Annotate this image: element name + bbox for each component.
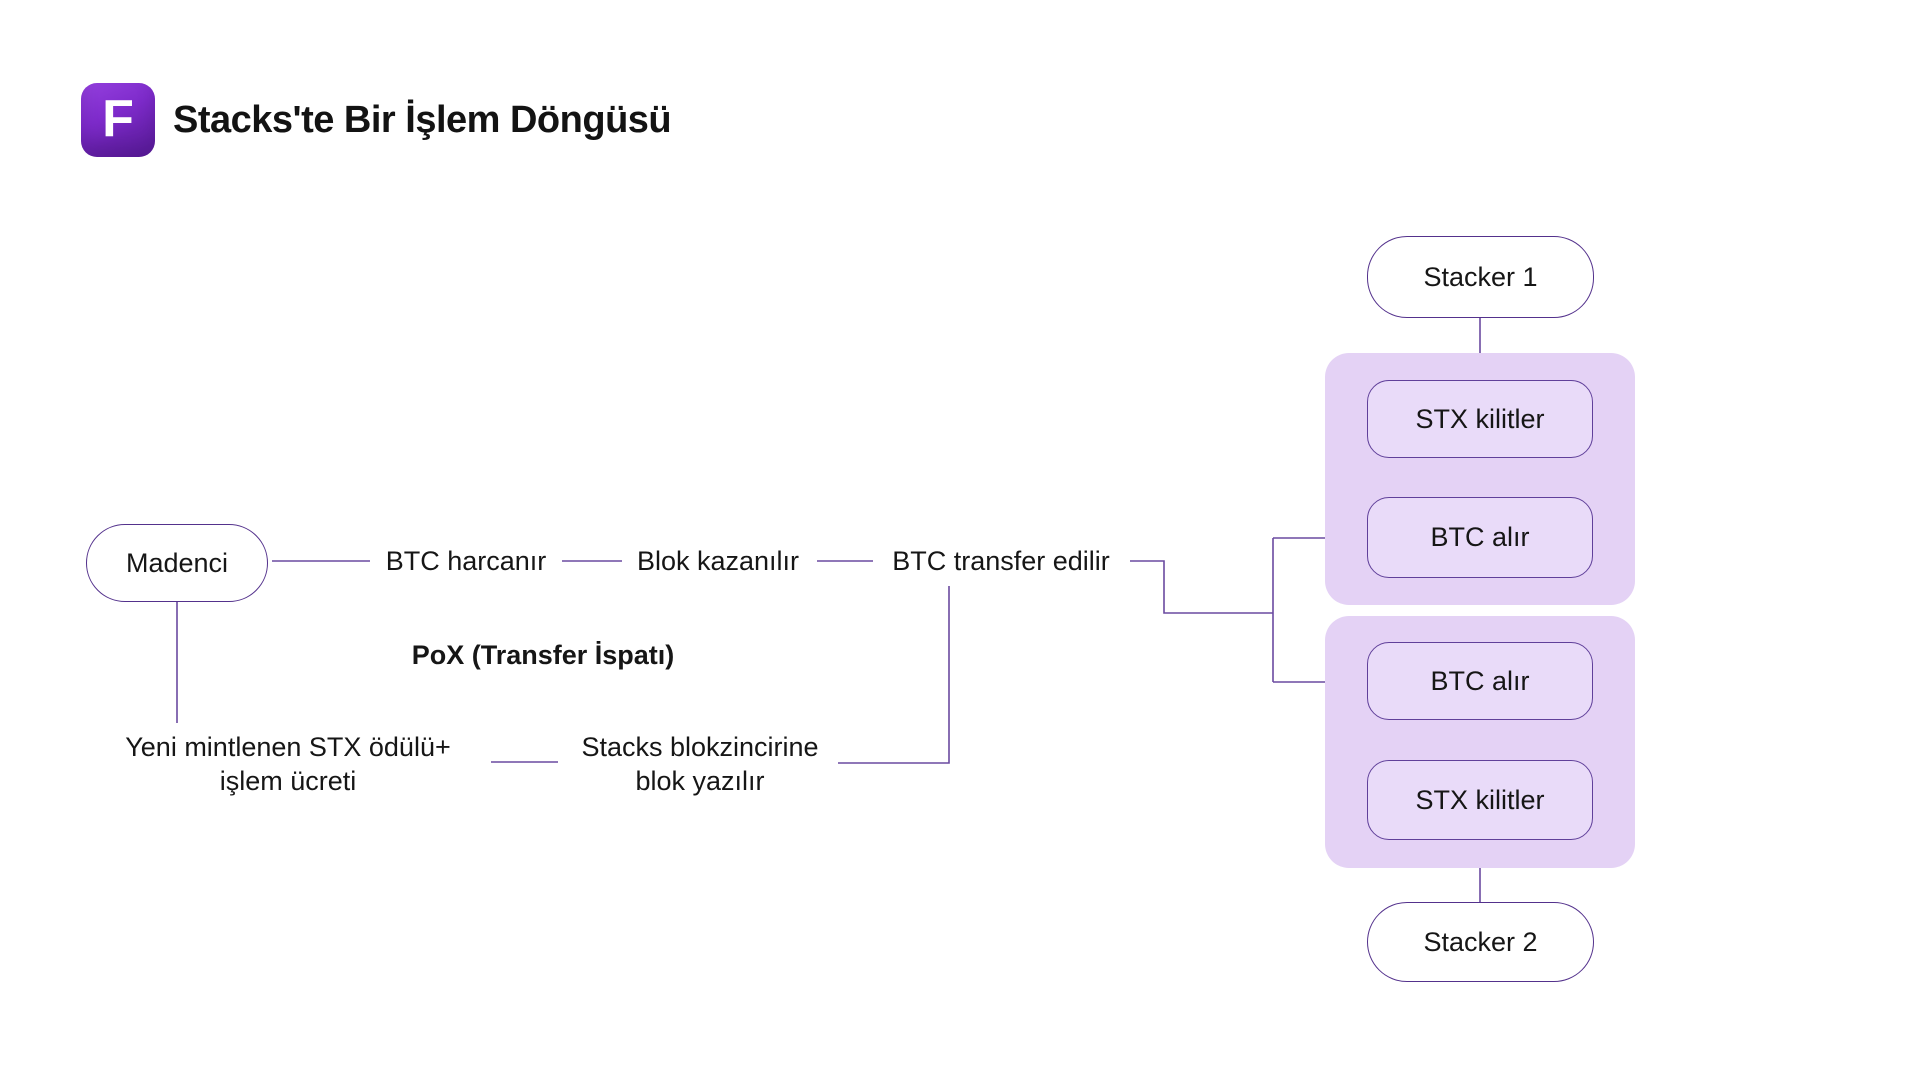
flow-step-block-won: Blok kazanılır — [636, 546, 800, 576]
node-stacker2-label: Stacker 2 — [1423, 926, 1538, 957]
flow-step-btc-spent: BTC harcanır — [385, 546, 547, 576]
flow-step-btc-transferred: BTC transfer edilir — [892, 546, 1110, 576]
pox-heading: PoX (Transfer İspatı) — [411, 640, 675, 670]
node-stacker2: Stacker 2 — [1367, 902, 1594, 982]
block-note: Stacks blokzincirine blok yazılır — [581, 730, 818, 798]
block-note-line2: blok yazılır — [635, 766, 765, 796]
node-stacker1-stx-lock: STX kilitler — [1367, 380, 1593, 458]
node-stacker2-btc-receive: BTC alır — [1367, 642, 1593, 720]
node-stacker1-label: Stacker 1 — [1423, 261, 1538, 292]
reward-note-line2: işlem ücreti — [219, 766, 357, 796]
header: F Stacks'te Bir İşlem Döngüsü — [81, 83, 672, 157]
node-stacker2-btc-receive-label: BTC alır — [1430, 665, 1530, 696]
block-note-line1: Stacks blokzincirine — [581, 732, 819, 762]
node-stacker2-stx-lock-label: STX kilitler — [1415, 784, 1545, 815]
reward-note: Yeni mintlenen STX ödülü+ işlem ücreti — [125, 730, 450, 798]
node-stacker1: Stacker 1 — [1367, 236, 1594, 318]
node-stacker1-stx-lock-label: STX kilitler — [1415, 403, 1545, 434]
app-logo-icon: F — [81, 83, 155, 157]
node-miner: Madenci — [86, 524, 268, 602]
reward-note-line1: Yeni mintlenen STX ödülü+ — [125, 732, 451, 762]
node-miner-label: Madenci — [125, 547, 229, 578]
node-stacker2-stx-lock: STX kilitler — [1367, 760, 1593, 840]
node-stacker1-btc-receive: BTC alır — [1367, 497, 1593, 578]
logo-letter: F — [102, 90, 134, 148]
edge-step3-to-trunk — [1130, 560, 1273, 614]
page-title: Stacks'te Bir İşlem Döngüsü — [173, 98, 672, 141]
edge-step3-to-blocknote — [838, 586, 950, 764]
node-stacker1-btc-receive-label: BTC alır — [1430, 522, 1530, 552]
